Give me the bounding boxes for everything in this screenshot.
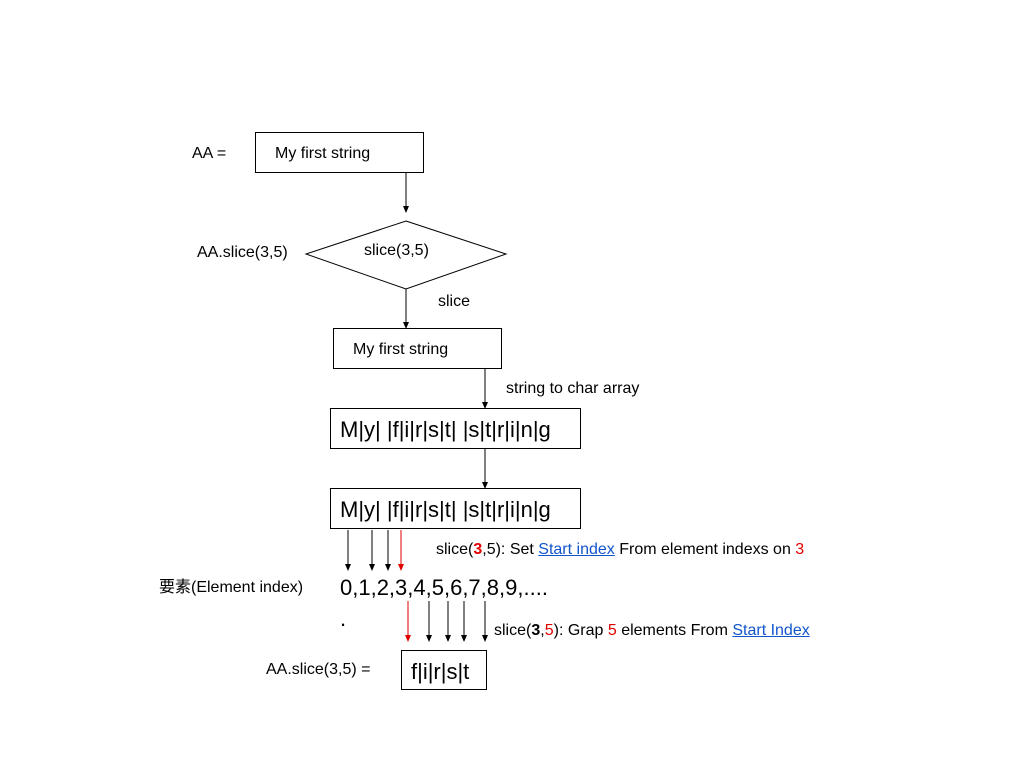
edge-label-string-to-char-array: string to char array xyxy=(506,380,640,397)
element-index-trailing: . xyxy=(340,606,347,631)
element-index-values: 0,1,2,3,4,5,6,7,8,9,.... xyxy=(340,575,548,600)
start-value-highlight: 3 xyxy=(795,541,805,558)
grab-arg2-highlight: 5 xyxy=(544,622,554,639)
start-index-link[interactable]: Start index xyxy=(538,541,615,558)
start-arg-highlight: 3 xyxy=(473,541,483,558)
original-string-text: My first string xyxy=(275,145,371,162)
start-index-annotation: slice(3,5): Set Start index From element… xyxy=(436,541,805,558)
aa-slice-result-label: AA.slice(3,5) = xyxy=(266,661,371,678)
grab-annotation: slice(3,5): Grap 5 elements From Start I… xyxy=(494,622,810,639)
grab-count-highlight: 5 xyxy=(607,622,617,639)
element-index-label: 要素(Element index) xyxy=(159,579,304,596)
sliced-string-text: My first string xyxy=(353,341,449,358)
char-array-text-1: M|y| |f|i|r|s|t| |s|t|r|i|n|g xyxy=(340,417,551,442)
aa-assign-label: AA = xyxy=(192,145,227,162)
result-box: f|i|r|s|t xyxy=(401,650,487,690)
original-string-box: My first string xyxy=(255,132,424,173)
char-array-box-1: M|y| |f|i|r|s|t| |s|t|r|i|n|g xyxy=(330,408,581,449)
result-text: f|i|r|s|t xyxy=(411,659,470,684)
edge-label-slice: slice xyxy=(438,293,471,310)
aa-slice-call-label: AA.slice(3,5) xyxy=(197,244,288,261)
char-array-text-2: M|y| |f|i|r|s|t| |s|t|r|i|n|g xyxy=(340,497,551,522)
decision-label: slice(3,5) xyxy=(364,242,429,259)
char-array-box-2: M|y| |f|i|r|s|t| |s|t|r|i|n|g xyxy=(330,488,581,529)
grab-arg1: 3 xyxy=(531,622,541,639)
grab-start-index-link[interactable]: Start Index xyxy=(732,622,810,639)
sliced-string-box: My first string xyxy=(333,328,502,369)
